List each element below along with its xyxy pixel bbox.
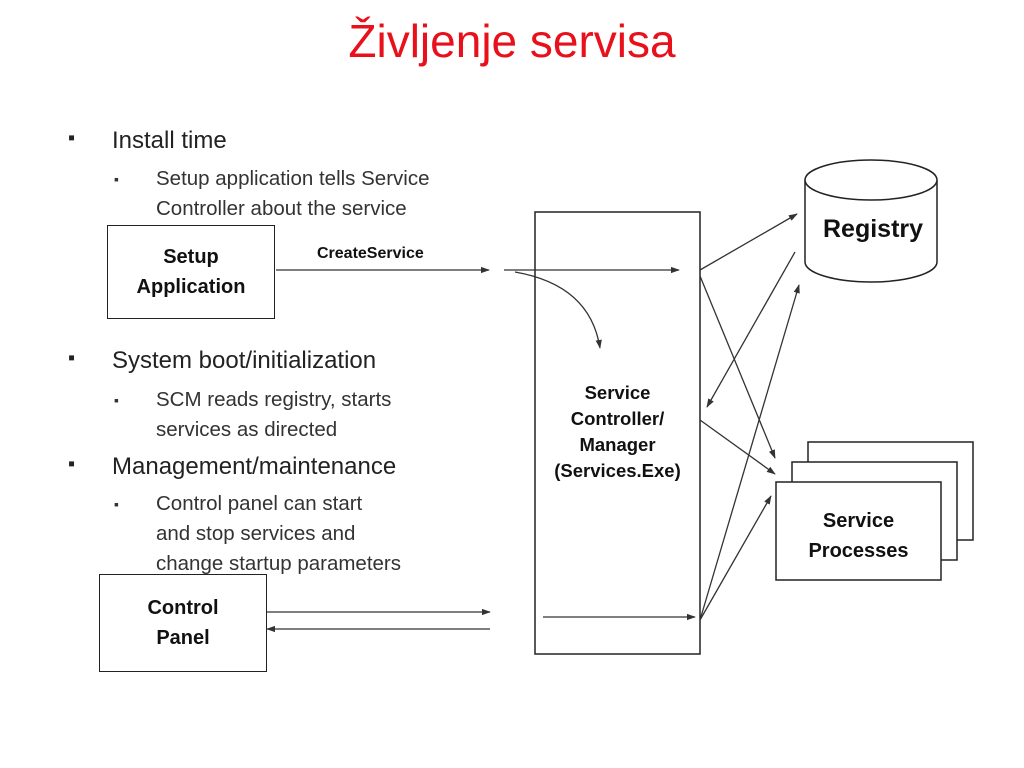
control-panel-line-2: Panel xyxy=(156,627,210,649)
service-processes-stack xyxy=(775,441,974,581)
scm-to-processes-arrow-3 xyxy=(699,495,772,621)
setup-application-box: Setup Application xyxy=(107,225,275,319)
registry-to-scm-arrow xyxy=(706,251,796,408)
registry-cylinder xyxy=(804,159,938,283)
scm-label: Service Controller/ Manager (Services.Ex… xyxy=(535,380,700,484)
bullet-system-boot: System boot/initialization xyxy=(68,347,376,375)
control-panel-line-1: Control xyxy=(147,597,219,619)
setup-application-line-1: Setup xyxy=(163,246,219,268)
sub-bullet-management-line-2: and stop services and xyxy=(156,522,356,545)
slide-title: Življenje servisa xyxy=(348,15,676,67)
scm-line-1: Service xyxy=(584,382,651,403)
sub-bullet-management-line-1: Control panel can start xyxy=(156,492,363,515)
scm-to-registry-arrow-2 xyxy=(699,284,800,621)
sub-bullet-install-line-1: Setup application tells Service xyxy=(156,167,430,190)
scm-to-processes-arrow-1 xyxy=(699,275,776,459)
scm-box xyxy=(534,211,701,655)
scm-line-3: Manager xyxy=(579,434,656,455)
sub-bullet-boot-line-2: services as directed xyxy=(156,418,338,441)
sub-bullet-boot-line-1: SCM reads registry, starts xyxy=(156,388,392,411)
curved-arrow xyxy=(514,271,602,349)
sub-bullet-boot: SCM reads registry, starts services as d… xyxy=(114,385,392,445)
sub-bullet-management-line-3: change startup parameters xyxy=(156,552,401,575)
scm-to-registry-arrow xyxy=(699,213,798,271)
bullet-management: Management/maintenance xyxy=(68,453,396,481)
service-processes-label: Service Processes xyxy=(776,506,941,566)
service-processes-line-1: Service xyxy=(822,510,895,532)
registry-label: Registry xyxy=(823,215,924,243)
control-panel-box: Control Panel xyxy=(99,574,267,672)
bullet-install-time: Install time xyxy=(68,127,227,155)
scm-line-2: Controller/ xyxy=(570,408,665,429)
scm-line-4: (Services.Exe) xyxy=(554,460,681,481)
sub-bullet-management: Control panel can start and stop service… xyxy=(114,489,401,579)
scm-to-processes-arrow-2 xyxy=(699,419,776,475)
sub-bullet-install: Setup application tells Service Controll… xyxy=(114,164,430,224)
service-processes-line-2: Processes xyxy=(808,540,909,562)
sub-bullet-install-line-2: Controller about the service xyxy=(156,197,407,220)
create-service-label: CreateService xyxy=(317,245,424,262)
setup-application-line-2: Application xyxy=(136,276,246,298)
